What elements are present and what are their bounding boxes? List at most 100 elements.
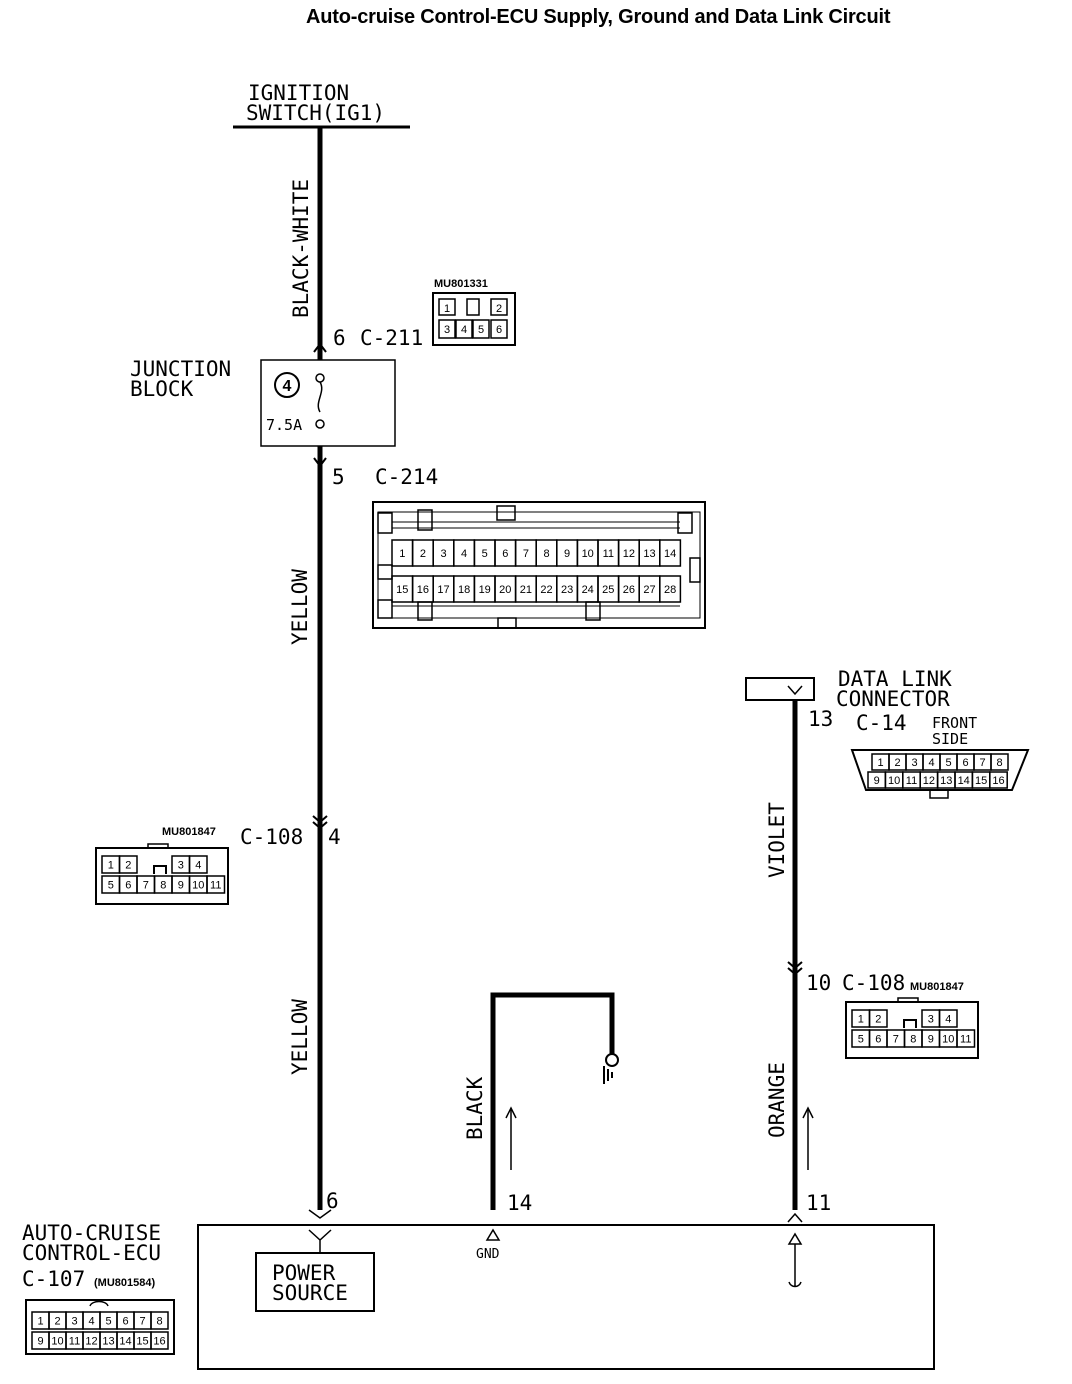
- c211-pin-3: 3: [444, 324, 450, 336]
- c108_right-pin-label: 6: [875, 1034, 881, 1046]
- wire-black: [490, 992, 615, 1210]
- c107-part: (MU801584): [94, 1277, 155, 1289]
- dlc-pin-label: 12: [923, 775, 935, 787]
- c107-pin-label: 15: [136, 1336, 148, 1348]
- c107-pin-label: 4: [88, 1316, 94, 1328]
- c211-pin-5: 5: [478, 324, 484, 336]
- c107-pin-label: 10: [51, 1336, 63, 1348]
- c108_right-cell: [938, 1009, 958, 1028]
- c214-pin-label: 6: [502, 548, 508, 560]
- c108_left-pin-label: 9: [178, 880, 184, 892]
- c214-pin-label: 9: [564, 548, 570, 560]
- ecu-pin-data: 11: [806, 1191, 831, 1215]
- c107-pin-label: 16: [153, 1336, 165, 1348]
- ecu-data-terminal: [787, 1232, 803, 1245]
- ignition-label-1: IGNITION: [248, 81, 349, 105]
- c107-pin-label: 11: [69, 1336, 80, 1348]
- dlc-pin: 13: [808, 707, 833, 731]
- c108_left-pin-label: 3: [178, 860, 184, 872]
- c108_left-pin-label: 8: [160, 880, 166, 892]
- c211-pin-6: 6: [496, 324, 502, 336]
- c108-right-pin: 10: [806, 971, 831, 995]
- ecu-label-1: AUTO-CRUISE: [22, 1221, 161, 1245]
- c108_right-pin-label: 11: [960, 1034, 971, 1046]
- c214-pin-label: 5: [482, 548, 488, 560]
- c108_left-pin-label: 1: [108, 860, 114, 872]
- wire-label-violet: VIOLET: [765, 802, 789, 878]
- ecu-gnd-terminal: [485, 1228, 501, 1241]
- c108_right-pin-label: 2: [875, 1014, 881, 1026]
- c108_left-cell: [118, 855, 138, 874]
- dlc-side-1: FRONT: [932, 714, 977, 732]
- c214-pin-label: 18: [458, 584, 470, 596]
- c107-pin-label: 13: [102, 1336, 114, 1348]
- c214-pin-label: 22: [540, 584, 552, 596]
- c214-pin-label: 24: [582, 584, 594, 596]
- wire-label-yellow-upper: YELLOW: [288, 569, 312, 645]
- ecu-pin-gnd: 14: [507, 1191, 532, 1215]
- c108-right-name: C-108: [842, 971, 905, 995]
- c214-pin-label: 20: [499, 584, 511, 596]
- dlc-pin-label: 11: [906, 775, 917, 787]
- c211-pin-2: 2: [496, 303, 502, 315]
- dlc-symbol: [745, 677, 815, 701]
- ecu-pin-power: 6: [326, 1189, 339, 1213]
- c107-pin-label: 2: [54, 1316, 60, 1328]
- junction-label-1: JUNCTION: [130, 357, 231, 381]
- ground-direction-arrow: [505, 1106, 517, 1119]
- c214-pin-label: 2: [420, 548, 426, 560]
- c108_right-latch: [903, 1019, 917, 1028]
- dlc-pin-label: 15: [975, 775, 987, 787]
- wire-label-orange: ORANGE: [765, 1062, 789, 1138]
- data-direction-arrow: [802, 1106, 814, 1119]
- diagram-title: Auto-cruise Control-ECU Supply, Ground a…: [306, 6, 891, 28]
- c108-right-part: MU801847: [910, 981, 964, 993]
- ecu-gnd-label: GND: [476, 1247, 500, 1262]
- c214-pin-label: 26: [623, 584, 635, 596]
- c214-pin-label: 4: [461, 548, 467, 560]
- fuse-rating: 7.5A: [266, 416, 302, 434]
- dlc-pin-label: 16: [992, 775, 1004, 787]
- c214-pin-label: 14: [664, 548, 676, 560]
- power-source-label-1: POWER: [272, 1261, 336, 1285]
- c211-pin: 6: [333, 326, 346, 350]
- dlc-pin-label: 13: [940, 775, 952, 787]
- dlc-name: C-14: [856, 711, 907, 735]
- c214-pin-label: 27: [643, 584, 655, 596]
- c214-pin-label: 1: [399, 548, 405, 560]
- c214-pin-label: 25: [602, 584, 614, 596]
- c214-pin-label: 10: [582, 548, 594, 560]
- c107-name: C-107: [22, 1267, 85, 1291]
- c108_left-tab: [147, 843, 169, 849]
- dlc-pin-label: 7: [979, 757, 985, 769]
- c108_left-latch: [153, 865, 167, 874]
- c214-pin-label: 7: [523, 548, 529, 560]
- dlc-cell: [990, 753, 1009, 771]
- c107-pin-label: 6: [122, 1316, 128, 1328]
- fuse-icon: [317, 381, 323, 413]
- ecu-label-2: CONTROL-ECU: [22, 1241, 161, 1265]
- c214-name: C-214: [375, 465, 438, 489]
- c214-pin-label: 12: [623, 548, 635, 560]
- c214-pin-label: 8: [543, 548, 549, 560]
- c214-pin-label: 16: [417, 584, 429, 596]
- c107-pin-label: 5: [105, 1316, 111, 1328]
- c108_right-pin-label: 5: [858, 1034, 864, 1046]
- c108_left-cell: [206, 875, 226, 894]
- dlc-pin-label: 8: [996, 757, 1002, 769]
- c211-name: C-211: [360, 326, 423, 350]
- dlc-label-2: CONNECTOR: [836, 687, 950, 711]
- c108-right-marker: [787, 961, 803, 976]
- dlc-pin-label: 5: [945, 757, 951, 769]
- dlc-pin-label: 14: [958, 775, 970, 787]
- c214-pin-label: 11: [603, 548, 614, 560]
- c108_left-pin-label: 4: [195, 860, 201, 872]
- fuse-number: 4: [283, 378, 292, 395]
- c108_left-pin-label: 6: [125, 880, 131, 892]
